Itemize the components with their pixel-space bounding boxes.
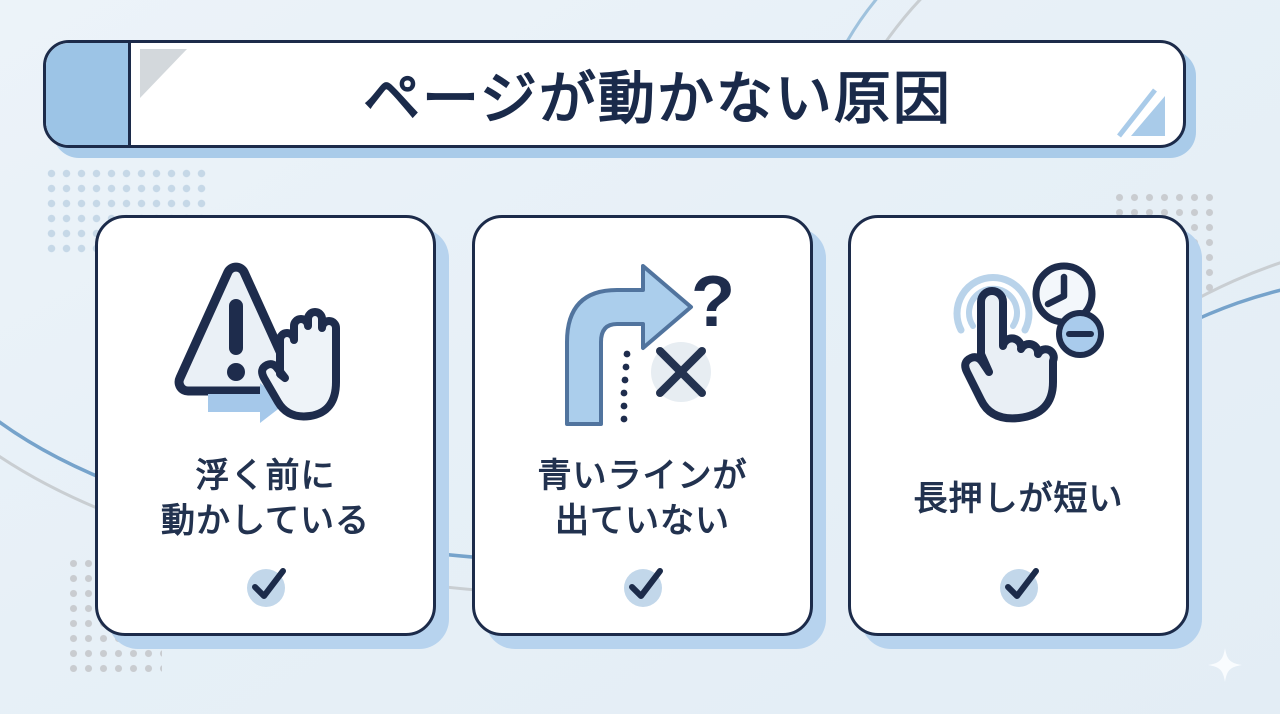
question-mark-glyph: ? bbox=[691, 262, 735, 342]
banner-slash-decoration bbox=[1117, 88, 1165, 138]
banner-corner-triangle bbox=[140, 49, 187, 98]
long-press-timer-icon bbox=[953, 262, 1104, 423]
curved-arrow-shape bbox=[564, 264, 693, 426]
page-title: ページが動かない原因 bbox=[363, 67, 952, 131]
caption-line: 動かしている bbox=[161, 502, 370, 540]
clock-hands bbox=[1044, 273, 1067, 308]
stop-hand-shape bbox=[257, 308, 340, 421]
warning-stop-hand-icon bbox=[174, 262, 340, 423]
banner-left-accent bbox=[46, 43, 131, 145]
title-banner: ページが動かない原因 bbox=[43, 40, 1186, 148]
caption-line: 長押しが短い bbox=[913, 479, 1124, 518]
caption-line: 浮く前に bbox=[195, 457, 336, 496]
sparkle-icon bbox=[1208, 648, 1242, 682]
caption-line: 出ていない bbox=[555, 502, 730, 540]
cause-card-before-float: 浮く前に 動かしている bbox=[95, 215, 436, 636]
card-caption: 青いラインが 出ていない bbox=[538, 452, 748, 546]
check-icon bbox=[999, 568, 1039, 607]
right-arrow-shape bbox=[207, 383, 286, 423]
check-icon bbox=[623, 568, 663, 607]
cause-card-no-blue-line: ? 青いラインが 出ていない bbox=[472, 215, 813, 636]
caption-line: 青いラインが bbox=[537, 457, 748, 496]
check-icon bbox=[246, 568, 286, 607]
pressing-hand-shape bbox=[960, 287, 1058, 423]
cause-card-short-press: 長押しが短い bbox=[848, 215, 1189, 636]
card-caption: 浮く前に 動かしている bbox=[161, 452, 370, 546]
missing-blue-line-icon: ? bbox=[564, 262, 735, 426]
card-caption: 長押しが短い bbox=[914, 452, 1124, 546]
tap-ripple-outer bbox=[953, 274, 1032, 334]
